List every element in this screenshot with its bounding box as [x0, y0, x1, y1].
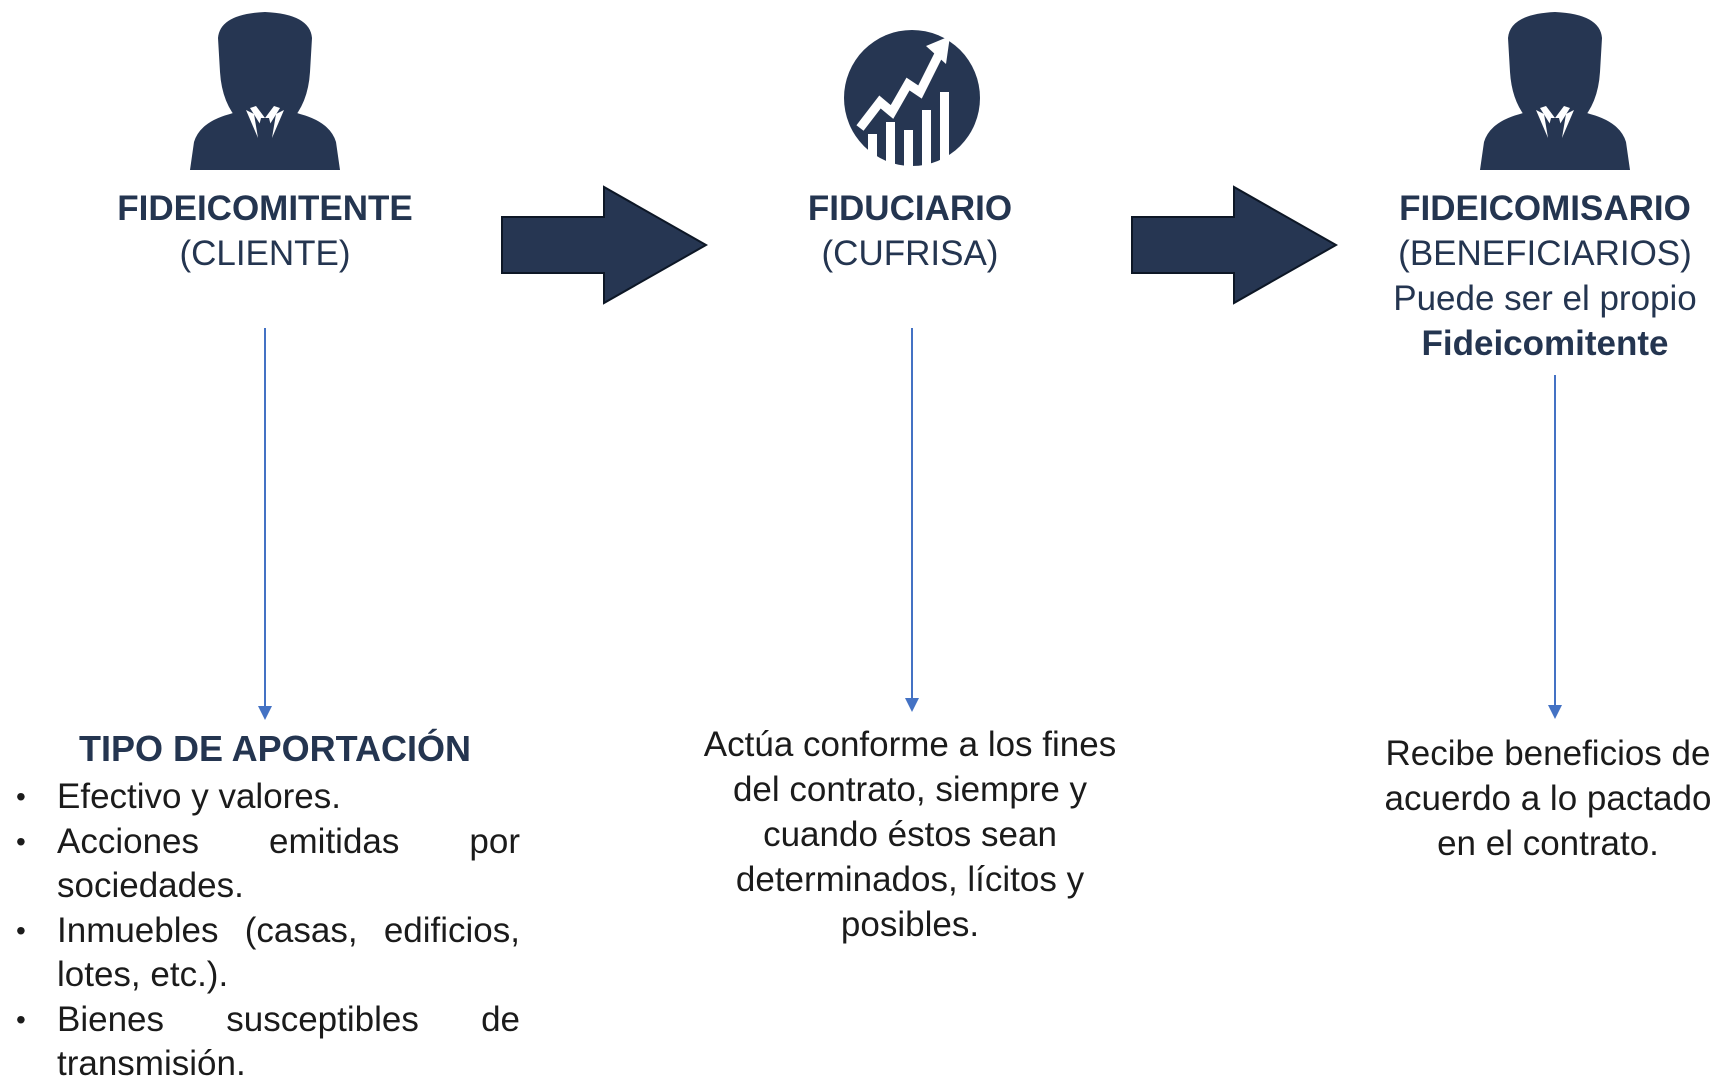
node-title: FIDUCIARIO — [807, 189, 1013, 228]
growth-chart-icon — [844, 30, 980, 170]
description-line: en el contrato. — [1437, 824, 1659, 863]
list-item: Inmuebles (casas, edificios, lotes, etc.… — [10, 909, 520, 998]
node-title: FIDEICOMITENTE — [117, 189, 413, 228]
description-line: Actúa conforme a los fines — [703, 725, 1117, 764]
businessman-icon — [190, 12, 340, 170]
node-subtitle: (CLIENTE) — [179, 234, 351, 273]
node-fiduciario: FIDUCIARIO (CUFRISA) — [700, 186, 1120, 276]
businessman-icon — [1480, 12, 1630, 170]
description-line: acuerdo a lo pactado — [1384, 779, 1712, 818]
description-line: determinados, lícitos y — [735, 860, 1085, 899]
description-line: del contrato, siempre y — [732, 770, 1088, 809]
down-connector — [1548, 375, 1562, 719]
node-note-bold: Fideicomitente — [1421, 324, 1669, 363]
list-item: Acciones emitidas por sociedades. — [10, 820, 520, 909]
description-line: cuando éstos sean — [763, 815, 1057, 854]
down-connector — [905, 328, 919, 712]
fideicomisario-description: Recibe beneficios de acuerdo a lo pactad… — [1363, 731, 1733, 866]
node-fideicomisario: FIDEICOMISARIO (BENEFICIARIOS) Puede ser… — [1360, 186, 1730, 366]
description-line: Recibe beneficios de — [1385, 734, 1711, 773]
flow-arrow-right — [501, 185, 709, 305]
node-subtitle: (BENEFICIARIOS) — [1398, 234, 1692, 273]
aportacion-list: Efectivo y valores. Acciones emitidas po… — [10, 775, 520, 1087]
flow-arrow-right — [1131, 185, 1339, 305]
fiduciario-description: Actúa conforme a los fines del contrato,… — [660, 722, 1160, 947]
node-note: Puede ser el propio — [1393, 279, 1697, 318]
node-title: FIDEICOMISARIO — [1399, 189, 1691, 228]
node-subtitle: (CUFRISA) — [821, 234, 999, 273]
list-item: Bienes susceptibles de transmisión. — [10, 998, 520, 1087]
node-fideicomitente: FIDEICOMITENTE (CLIENTE) — [60, 186, 470, 276]
aportacion-heading: TIPO DE APORTACIÓN — [78, 728, 471, 769]
down-connector — [258, 328, 272, 720]
description-line: posibles. — [840, 905, 980, 944]
list-item: Efectivo y valores. — [10, 775, 520, 820]
